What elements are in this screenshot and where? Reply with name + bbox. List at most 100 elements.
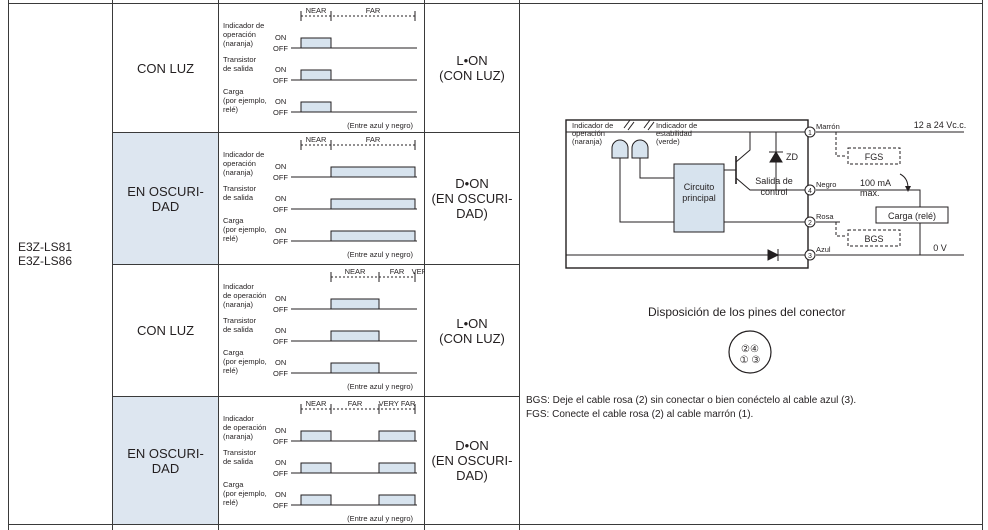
state-on-label: ON: [275, 426, 286, 435]
state-on-label: ON: [275, 326, 286, 335]
mode-cell: EN OSCURI- DAD: [113, 397, 218, 524]
wire-color-label: Azul: [816, 245, 831, 254]
table-column-divider: [218, 0, 219, 530]
connector-pin-label: ②④: [741, 344, 759, 355]
signal-label-line: Indicador: [223, 414, 254, 423]
bgs-box: [847, 229, 901, 247]
on-pulse: [300, 37, 332, 49]
stab-indicator-led: [631, 119, 655, 159]
state-off-label: OFF: [273, 44, 288, 53]
control-output-line: control: [760, 187, 787, 197]
zone-label: FAR: [390, 267, 405, 276]
output-mode-cell: D•ON (EN OSCURI- DAD): [425, 133, 519, 264]
wire-color-label: Marrón: [816, 122, 840, 131]
bgs-label: BGS: [864, 234, 883, 244]
zone-label: VERY FAR: [379, 399, 416, 408]
terminal-pin-number: 4: [808, 188, 812, 195]
state-off-label: OFF: [273, 76, 288, 85]
signal-label-line: Indicador: [223, 282, 254, 291]
measurement-note: (Entre azul y negro): [347, 250, 413, 259]
measurement-note: (Entre azul y negro): [347, 514, 413, 523]
mode-cell: CON LUZ: [113, 4, 218, 132]
signal-label-line: Indicador de: [223, 21, 264, 30]
zone-label: FAR: [366, 135, 381, 144]
on-pulse: [300, 101, 332, 113]
state-off-label: OFF: [273, 501, 288, 510]
state-on-label: ON: [275, 358, 286, 367]
signal-label-line: (por ejemplo,: [223, 357, 267, 366]
row-divider: [112, 396, 520, 397]
signal-label: Carga(por ejemplo,relé): [223, 87, 267, 114]
state-on-label: ON: [275, 490, 286, 499]
table-column-divider: [112, 0, 113, 530]
table-border-left: [8, 0, 9, 530]
mode-label: EN OSCURI- DAD: [127, 183, 204, 214]
signal-label-line: operación: [223, 30, 256, 39]
output-mode-label: L•ON (CON LUZ): [439, 53, 505, 83]
load-label: Carga (relé): [888, 211, 936, 221]
fgs-note: FGS: Conecte el cable rosa (2) al cable …: [526, 409, 754, 420]
state-off-label: OFF: [273, 437, 288, 446]
on-pulse: [330, 198, 416, 210]
zone-label: NEAR: [306, 6, 327, 15]
signal-label-line: Transistor: [223, 55, 257, 64]
output-mode-label: D•ON (EN OSCURI- DAD): [431, 176, 513, 221]
signal-label-line: (naranja): [223, 168, 254, 177]
signal-label-line: (por ejemplo,: [223, 489, 267, 498]
table-border-right: [982, 0, 983, 530]
model-name: E3Z-LS81 E3Z-LS86: [18, 240, 72, 268]
zero-volt-label: 0 V: [933, 243, 947, 253]
signal-label-line: operación: [223, 159, 256, 168]
signal-label-line: de salida: [223, 325, 254, 334]
connector-outline: [728, 330, 772, 374]
state-on-label: ON: [275, 194, 286, 203]
indicator-label-line: Indicador de: [572, 121, 613, 130]
current-line: 100 mA: [860, 178, 891, 188]
zone-label: FAR: [348, 399, 363, 408]
signal-label-line: Carga: [223, 216, 244, 225]
state-off-label: OFF: [273, 369, 288, 378]
signal-label-line: Carga: [223, 348, 244, 357]
signal-label-line: relé): [223, 498, 239, 507]
signal-label-line: de salida: [223, 457, 254, 466]
on-pulse: [330, 298, 380, 310]
signal-label-line: relé): [223, 366, 239, 375]
table-column-divider: [424, 0, 425, 530]
on-pulse: [378, 462, 416, 474]
on-pulse: [300, 430, 332, 442]
measurement-note: (Entre azul y negro): [347, 121, 413, 130]
table-border-bottom: [8, 524, 983, 525]
signal-label-line: (por ejemplo,: [223, 225, 267, 234]
state-on-label: ON: [275, 65, 286, 74]
signal-label-line: (naranja): [223, 300, 254, 309]
signal-label-line: (naranja): [223, 39, 254, 48]
zd-label: ZD: [786, 152, 798, 162]
current-line: máx.: [860, 188, 880, 198]
on-pulse: [330, 362, 380, 374]
wire: [619, 158, 674, 223]
on-pulse: [330, 166, 416, 178]
supply-label: 12 a 24 Vc.c.: [914, 120, 967, 130]
output-mode-cell: D•ON (EN OSCURI- DAD): [425, 397, 519, 524]
state-on-label: ON: [275, 458, 286, 467]
main-circuit-line: principal: [682, 193, 716, 203]
mode-label: CON LUZ: [136, 60, 195, 76]
mode-cell: CON LUZ: [113, 265, 218, 396]
connector-pinout: ②④ ① ③: [728, 330, 772, 374]
connector-pin-label: ① ③: [740, 355, 761, 366]
signal-label: Carga(por ejemplo,relé): [223, 216, 267, 243]
output-mode-cell: L•ON (CON LUZ): [425, 4, 519, 132]
main-circuit-block: [673, 163, 725, 233]
state-on-label: ON: [275, 162, 286, 171]
state-off-label: OFF: [273, 173, 288, 182]
